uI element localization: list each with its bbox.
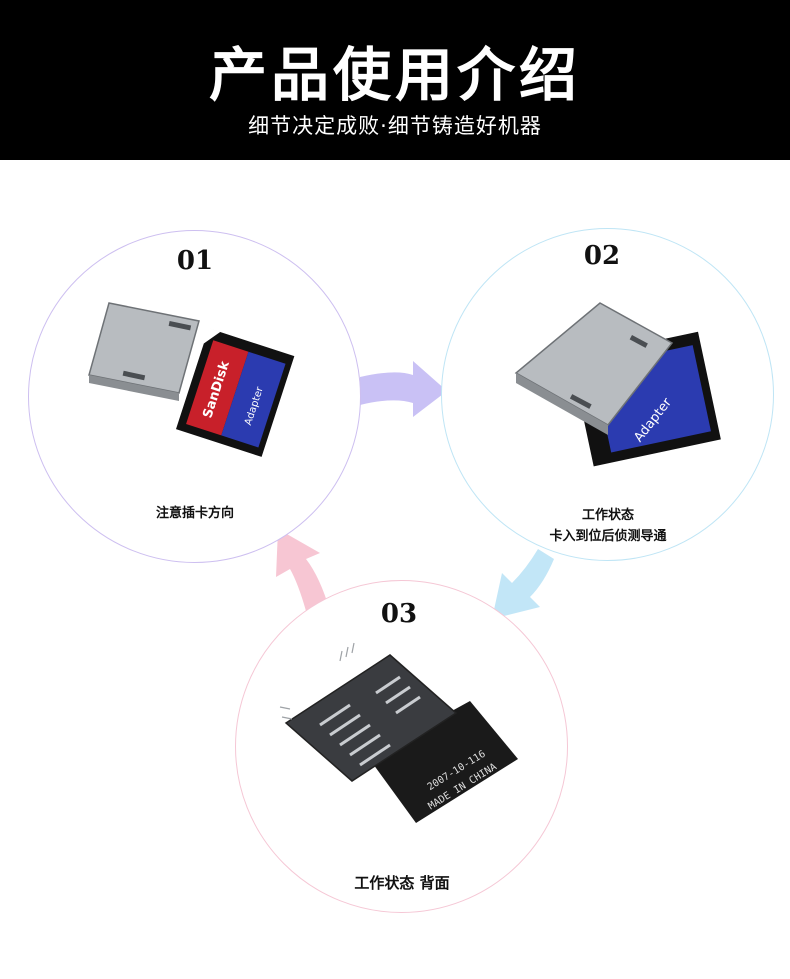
step-caption: 工作状态 背面	[354, 874, 450, 892]
step-circle-2: 02 Adapter 工作状态 卡入到位后侦测导通	[441, 228, 774, 561]
page-subtitle: 细节决定成败·细节铸造好机器	[248, 114, 542, 138]
header-banner: 产品使用介绍 细节决定成败·细节铸造好机器	[0, 0, 790, 160]
sd-card-inserted-illustration: Adapter	[514, 302, 721, 467]
step-caption-line1: 工作状态	[581, 508, 634, 523]
step-number: 01	[176, 246, 214, 276]
step-number: 02	[583, 241, 621, 271]
card-slot-back-illustration: 2007-10-116 MADE IN CHINA	[279, 642, 518, 823]
step-circle-3: 03 2007-10-116 MADE IN CHINA 工作状态 背面	[235, 580, 568, 913]
page-title: 产品使用介绍	[208, 41, 581, 109]
arrow-up-left-icon	[276, 529, 330, 611]
step-number: 03	[380, 599, 418, 629]
step-circle-1: 01 SanDisk Adapter 注意插卡方向	[28, 230, 361, 563]
arrow-down-left-icon	[492, 549, 554, 619]
card-slot-with-sd-card-illustration: SanDisk Adapter	[88, 302, 295, 457]
step-caption-line2: 卡入到位后侦测导通	[549, 529, 667, 544]
arrow-right-icon	[360, 361, 447, 417]
step-caption: 注意插卡方向	[155, 506, 234, 521]
